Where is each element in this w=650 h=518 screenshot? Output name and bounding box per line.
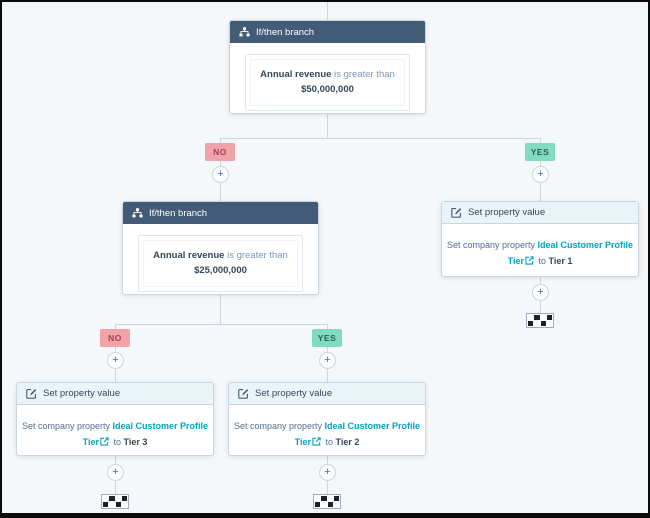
- edit-icon: [26, 388, 37, 399]
- set-property-header: Set property value: [17, 383, 213, 405]
- add-action-button[interactable]: +: [107, 352, 124, 369]
- property-value: Tier 1: [548, 256, 573, 266]
- branch-sitemap-icon: [132, 208, 143, 218]
- set-property-node-tier1[interactable]: Set property value Set company property …: [441, 201, 639, 277]
- to-word: to: [538, 256, 546, 266]
- add-action-button[interactable]: +: [532, 284, 549, 301]
- node-title: If/then branch: [256, 26, 315, 38]
- condition-operator: is greater than: [334, 69, 395, 80]
- connector-branch2-split: [115, 324, 328, 325]
- node-title: Set property value: [468, 207, 546, 218]
- set-property-body: Set company property Ideal Customer Prof…: [17, 405, 213, 463]
- add-action-button[interactable]: +: [107, 464, 124, 481]
- property-value: Tier 2: [335, 437, 360, 447]
- ifthen-branch-node-25m[interactable]: If/then branch Annual revenue is greater…: [122, 201, 319, 295]
- workflow-end-icon: [313, 494, 341, 509]
- condition-property: Annual revenue: [153, 250, 225, 261]
- external-link-icon[interactable]: [100, 435, 109, 451]
- ifthen-branch-header: If/then branch: [123, 202, 318, 224]
- condition-value: $25,000,000: [194, 265, 247, 276]
- condition-box: Annual revenue is greater than $50,000,0…: [245, 54, 410, 111]
- add-action-button[interactable]: +: [532, 166, 549, 183]
- branch-sitemap-icon: [239, 27, 250, 37]
- property-link[interactable]: Ideal Customer Profile: [537, 240, 634, 250]
- set-property-body: Set company property Ideal Customer Prof…: [229, 405, 425, 463]
- branch-yes-badge: YES: [525, 143, 555, 161]
- condition-text: Annual revenue is greater than: [146, 248, 295, 263]
- set-property-prefix: Set company property: [21, 421, 110, 431]
- property-link[interactable]: Tier: [294, 437, 311, 447]
- ifthen-branch-header: If/then branch: [230, 21, 425, 43]
- set-property-node-tier2[interactable]: Set property value Set company property …: [228, 382, 426, 456]
- condition-value: $50,000,000: [301, 84, 354, 95]
- condition-property: Annual revenue: [260, 69, 332, 80]
- connector-branch1-split: [220, 138, 541, 139]
- set-property-header: Set property value: [229, 383, 425, 405]
- add-action-button[interactable]: +: [319, 464, 336, 481]
- add-action-button[interactable]: +: [212, 166, 229, 183]
- node-title: Set property value: [255, 388, 333, 399]
- edit-icon: [451, 207, 462, 218]
- property-link[interactable]: Ideal Customer Profile: [112, 421, 209, 431]
- condition-operator: is greater than: [227, 250, 288, 261]
- node-title: Set property value: [43, 388, 121, 399]
- to-word: to: [113, 437, 121, 447]
- set-property-prefix: Set company property: [446, 240, 535, 250]
- branch-no-badge: NO: [205, 143, 235, 161]
- workflow-end-icon: [101, 494, 129, 509]
- set-property-node-tier3[interactable]: Set property value Set company property …: [16, 382, 214, 456]
- external-link-icon[interactable]: [312, 435, 321, 451]
- node-title: If/then branch: [149, 207, 208, 219]
- edit-icon: [238, 388, 249, 399]
- connector-root: [327, 2, 328, 20]
- set-property-body: Set company property Ideal Customer Prof…: [442, 224, 638, 282]
- property-link[interactable]: Tier: [507, 256, 524, 266]
- set-property-header: Set property value: [442, 202, 638, 224]
- workflow-end-icon: [526, 313, 554, 328]
- to-word: to: [325, 437, 333, 447]
- external-link-icon[interactable]: [525, 254, 534, 270]
- condition-text: Annual revenue is greater than: [253, 67, 402, 82]
- condition-box: Annual revenue is greater than $25,000,0…: [138, 235, 303, 292]
- set-property-prefix: Set company property: [233, 421, 322, 431]
- connector-branch1-down: [327, 114, 328, 138]
- connector-branch2-down: [220, 295, 221, 324]
- branch-no-badge: NO: [100, 329, 130, 347]
- property-link[interactable]: Ideal Customer Profile: [324, 421, 421, 431]
- branch-yes-badge: YES: [312, 329, 342, 347]
- property-link[interactable]: Tier: [82, 437, 99, 447]
- property-value: Tier 3: [123, 437, 148, 447]
- add-action-button[interactable]: +: [319, 352, 336, 369]
- ifthen-branch-node-50m[interactable]: If/then branch Annual revenue is greater…: [229, 20, 426, 114]
